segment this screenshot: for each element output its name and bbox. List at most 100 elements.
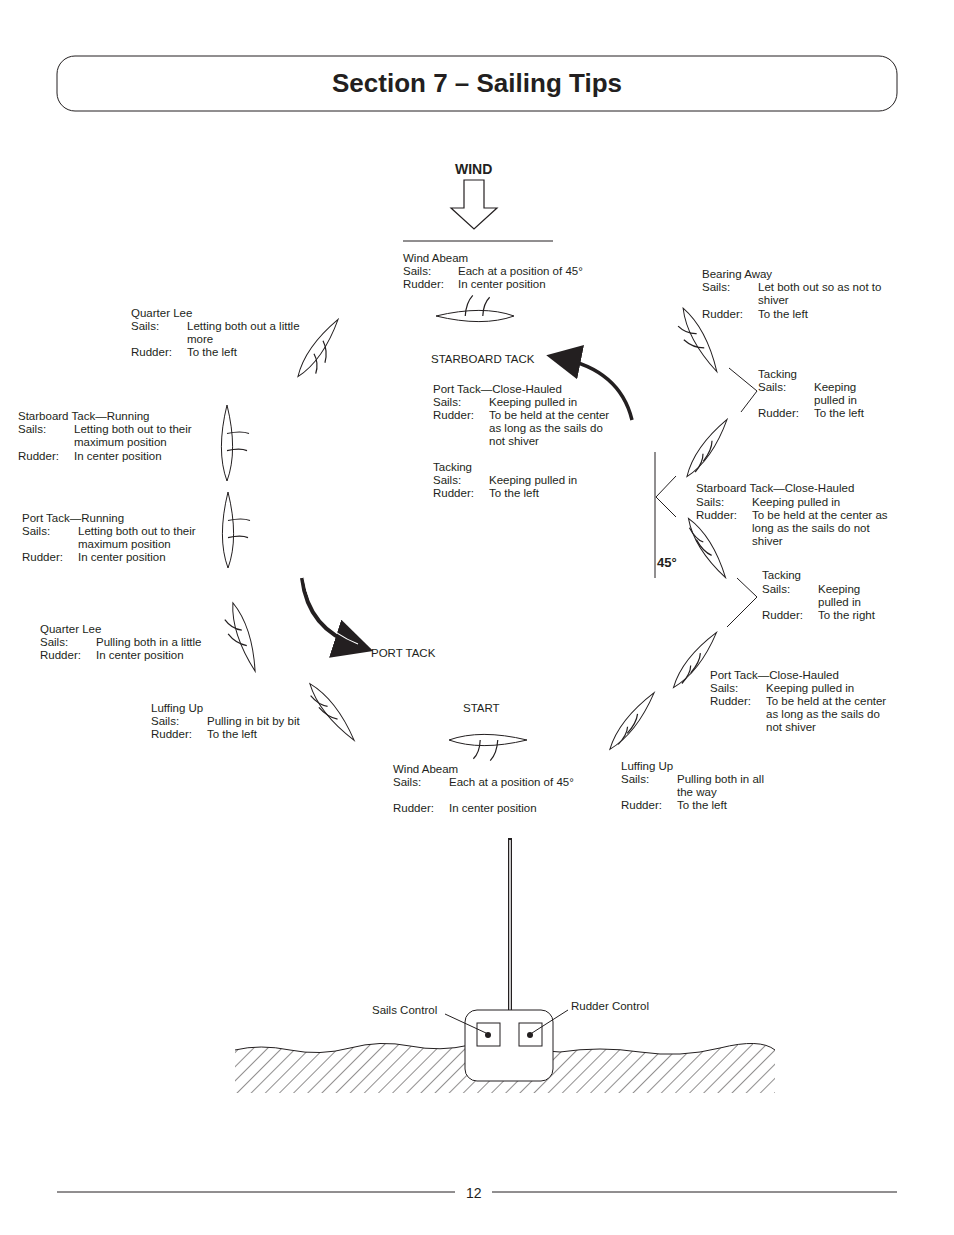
label: Keeping pulled in	[766, 682, 854, 695]
label: Rudder:	[696, 509, 737, 522]
label: To the left	[187, 346, 237, 359]
leader-line	[532, 1010, 568, 1033]
label: Rudder:	[758, 407, 799, 420]
sailboat	[669, 629, 721, 691]
leader-line	[445, 1014, 486, 1033]
label: Let both out so as not to shiver	[758, 281, 886, 307]
label: In center position	[96, 649, 184, 662]
label: Sails:	[702, 281, 730, 294]
label: Keeping pulled in	[489, 396, 577, 409]
angle-mark	[656, 476, 676, 517]
label: Quarter Lee	[131, 307, 192, 320]
label: Keeping pulled in	[814, 381, 876, 407]
label: Sails:	[696, 496, 724, 509]
label: To the left	[489, 487, 539, 500]
label: Wind Abeam	[403, 252, 468, 265]
tack-bracket	[727, 578, 757, 627]
sailboat	[219, 601, 260, 676]
label: Sails:	[621, 773, 649, 786]
label: PORT TACK	[371, 647, 435, 660]
sailboat	[449, 734, 527, 760]
label: Starboard Tack—Close-Hauled	[696, 482, 854, 495]
sailboat	[605, 689, 658, 753]
sailboat	[682, 416, 731, 480]
label: Rudder:	[18, 450, 59, 463]
label: Sails:	[403, 265, 431, 278]
label: Pulling in bit by bit	[207, 715, 300, 728]
label: Rudder:	[433, 487, 474, 500]
label: Rudder:	[403, 278, 444, 291]
label: Sails:	[762, 583, 790, 596]
label: Each at a position of 45°	[449, 776, 575, 789]
label: 12	[466, 1185, 482, 1201]
turn-arrow	[302, 578, 358, 646]
sailboat	[304, 680, 359, 745]
label: Rudder:	[762, 609, 803, 622]
label: Rudder:	[702, 308, 743, 321]
label: To be held at the center as long as the …	[766, 695, 892, 734]
label: Port Tack—Close-Hauled	[710, 669, 839, 682]
label: In center position	[449, 802, 537, 815]
label: Tacking	[433, 461, 472, 474]
stick-box	[519, 1023, 542, 1046]
label: Rudder:	[131, 346, 172, 359]
label: Sails:	[433, 474, 461, 487]
label: Sails:	[710, 682, 738, 695]
antenna	[508, 838, 512, 1012]
sailboat	[436, 295, 514, 321]
label: To the right	[818, 609, 875, 622]
label: STARBOARD TACK	[431, 353, 535, 366]
label: Port Tack—Running	[22, 512, 124, 525]
antenna-inner	[509, 840, 511, 1010]
label: Rudder:	[22, 551, 63, 564]
label: Port Tack—Close-Hauled	[433, 383, 562, 396]
label: Rudder:	[151, 728, 192, 741]
label: Sails:	[40, 636, 68, 649]
transmitter	[465, 1010, 553, 1081]
label: To the left	[758, 308, 808, 321]
label: Starboard Tack—Running	[18, 410, 149, 423]
tack-bracket	[729, 368, 757, 412]
label: Wind Abeam	[393, 763, 458, 776]
label: WIND	[455, 161, 492, 177]
title-frame	[57, 56, 897, 111]
label: Letting both out to their maximum positi…	[78, 525, 216, 551]
label: Rudder:	[393, 802, 434, 815]
label: Sails:	[131, 320, 159, 333]
wind-arrow	[451, 180, 497, 229]
label: Luffing Up	[621, 760, 673, 773]
page-title: Section 7 – Sailing Tips	[57, 66, 897, 100]
sailboat	[222, 492, 250, 568]
label: Sails:	[18, 423, 46, 436]
label: Sails:	[433, 396, 461, 409]
rule	[403, 241, 553, 242]
label: Rudder Control	[571, 1000, 649, 1013]
label: Rudder:	[710, 695, 751, 708]
footer-rule	[57, 1192, 455, 1193]
label: To the left	[677, 799, 727, 812]
footer-rule	[492, 1192, 897, 1193]
label: Sails:	[151, 715, 179, 728]
label: Sails:	[22, 525, 50, 538]
label: Each at a position of 45°	[458, 265, 583, 278]
label: To be held at the center as long as the …	[752, 509, 892, 548]
label: Keeping pulled in	[752, 496, 840, 509]
stick-box	[477, 1023, 500, 1046]
label: Tacking	[762, 569, 801, 582]
label: Rudder:	[433, 409, 474, 422]
label: Rudder:	[40, 649, 81, 662]
label: Sails Control	[372, 1004, 437, 1017]
label: To be held at the center as long as the …	[489, 409, 613, 448]
label: Keeping pulled in	[818, 583, 880, 609]
label: Rudder:	[621, 799, 662, 812]
label: Pulling both in a little	[96, 636, 201, 649]
label: To the left	[814, 407, 864, 420]
label: Pulling both in all the way	[677, 773, 781, 799]
label: Letting both out a little more	[187, 320, 319, 346]
label: Tacking	[758, 368, 797, 381]
label: Sails:	[393, 776, 421, 789]
label: In center position	[78, 551, 166, 564]
label: Keeping pulled in	[489, 474, 577, 487]
label: Letting both out to their maximum positi…	[74, 423, 212, 449]
